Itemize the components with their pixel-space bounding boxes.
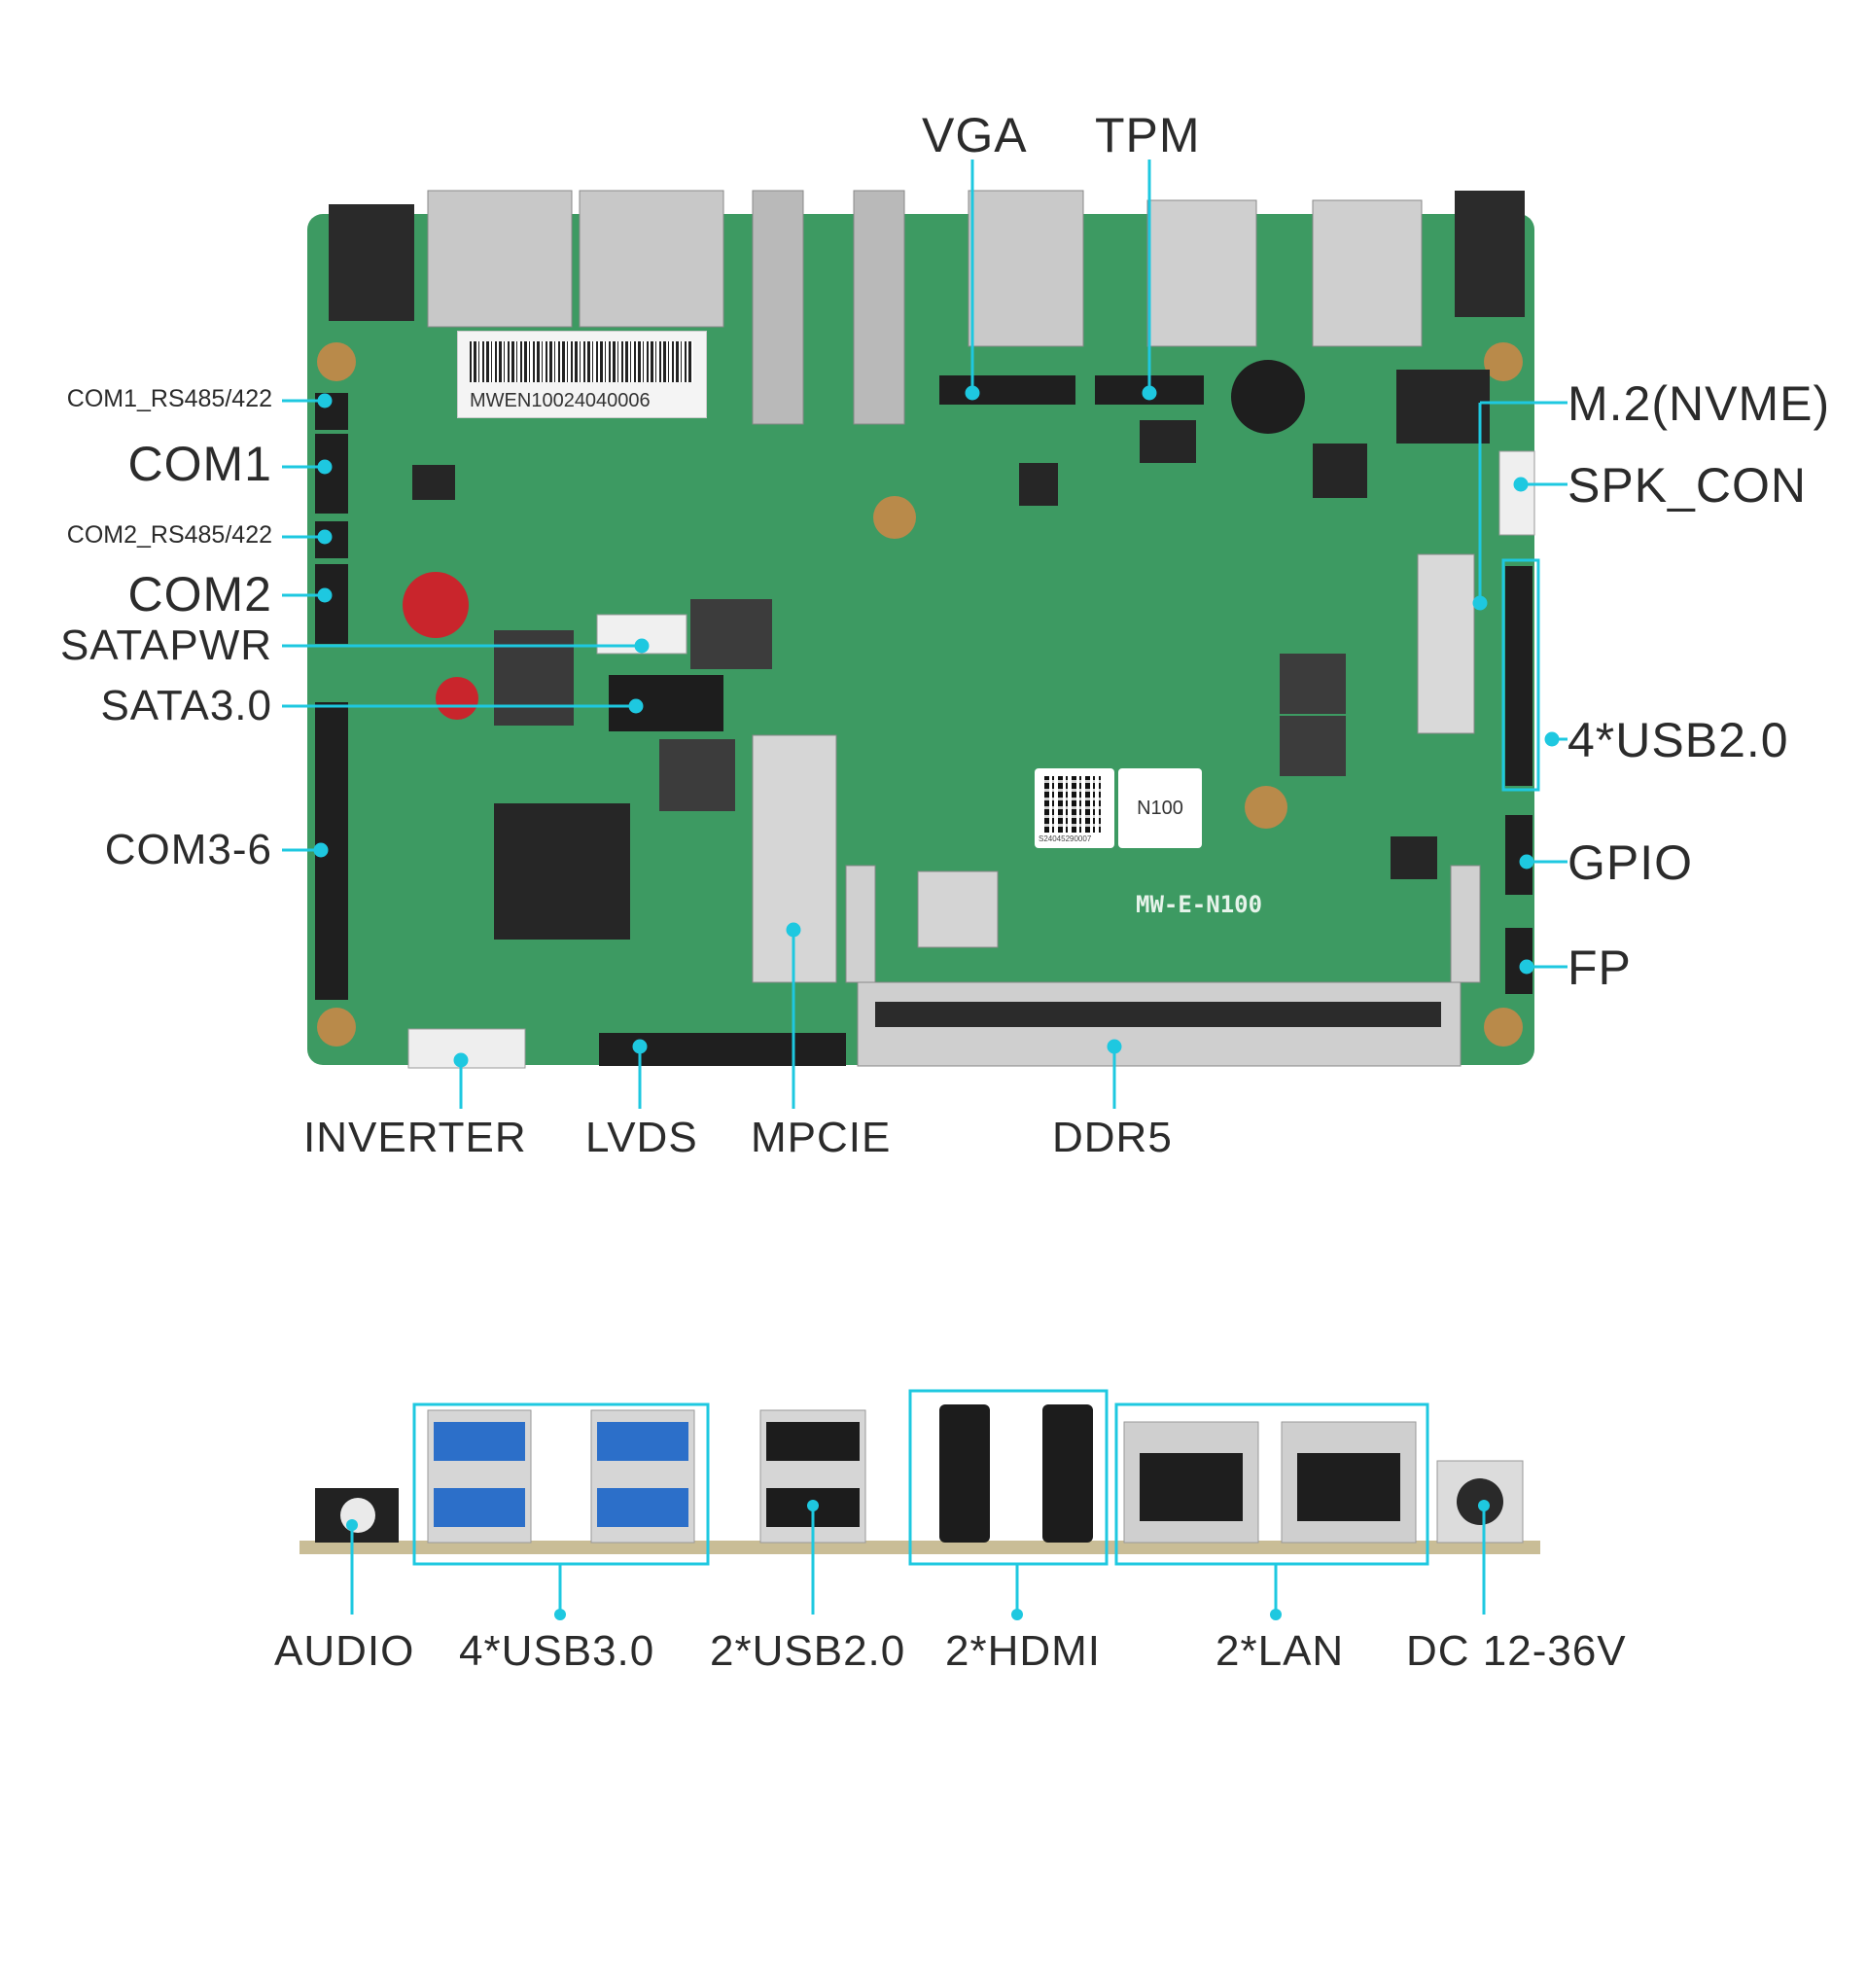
com2-header [315,564,348,644]
label-sata30: SATA3.0 [100,682,272,729]
inductor-5 [1280,716,1346,776]
lan-rear-1-jack [1140,1453,1243,1521]
ddr5-slot-inner [875,1002,1441,1027]
lan-port-top-1 [427,190,573,328]
hdmi-port-top-1 [752,190,804,425]
chip-label: N100 [1118,768,1202,848]
vga-header [939,375,1075,405]
ddr5-clip-right [1450,865,1481,983]
mount-hole-bl [317,1008,356,1047]
usb3-port-top-1 [1146,199,1257,347]
label-com36: COM3-6 [104,826,272,873]
label-lan: 2*LAN [1215,1627,1345,1675]
leader-dots-bottom [346,1500,1490,1620]
qr-code-sticker: S24045290007 [1035,768,1114,848]
inductor-3 [659,739,735,811]
hdmi-port-top-2 [853,190,905,425]
mount-hole-mid1 [873,496,916,539]
usb2-port-top [968,190,1084,347]
io-strip [299,1541,1540,1554]
label-usb20-header: 4*USB2.0 [1568,713,1789,767]
board-model: MW-E-N100 [1136,891,1263,918]
label-usb20-rear: 2*USB2.0 [710,1627,906,1675]
hdmi-rear-1 [939,1404,990,1543]
label-dc: DC 12-36V [1406,1627,1627,1675]
label-fp: FP [1568,941,1632,995]
usb3-port-top-2 [1312,199,1423,347]
buzzer [1231,360,1305,434]
audio-jack-hole [340,1498,375,1533]
sata-connector [609,675,723,731]
usb3-port-2a [597,1422,688,1461]
label-com1-rs: COM1_RS485/422 [66,385,272,412]
lan-rear-2-jack [1297,1453,1400,1521]
sim-slot [917,870,999,948]
leader-lines-top [282,160,1568,1109]
barcode [470,341,693,382]
inductor-4 [1280,654,1346,714]
label-m2: M.2(NVME) [1568,376,1831,431]
label-mpcie: MPCIE [751,1114,892,1161]
chip-left-1 [412,465,455,500]
com1-header [315,434,348,514]
serial-number: MWEN10024040006 [470,390,651,411]
qr-caption: S24045290007 [1039,834,1092,843]
label-com1: COM1 [127,437,272,491]
label-tpm: TPM [1095,108,1201,162]
lan-port-top-2 [579,190,724,328]
usb3-port-1b [434,1488,525,1527]
label-spk-con: SPK_CON [1568,458,1807,513]
chip-gpio [1391,836,1437,879]
label-audio: AUDIO [274,1627,415,1675]
mount-hole-tl [317,342,356,381]
chip-mid-1 [1019,463,1058,506]
audio-jack-top [329,204,414,321]
label-lvds: LVDS [585,1114,698,1161]
label-gpio: GPIO [1568,835,1694,890]
label-satapwr: SATAPWR [59,621,272,669]
chip-mid-2 [1140,420,1196,463]
capacitor-470 [403,572,469,638]
leader-lines-bottom [350,1389,1486,1615]
chip-right-1 [1396,370,1490,444]
usb20-header [1505,566,1532,786]
spk-connector [1498,450,1535,536]
label-hdmi: 2*HDMI [945,1627,1102,1675]
label-com2-rs: COM2_RS485/422 [66,521,272,549]
io-controller-chip [494,803,630,940]
mount-hole-mid2 [1245,786,1287,829]
dc-jack-top [1455,191,1525,317]
mount-hole-tr [1484,342,1523,381]
mount-hole-br [1484,1008,1523,1047]
capacitor-270 [436,677,478,720]
qr-code [1044,776,1101,833]
label-ddr5: DDR5 [1052,1114,1173,1161]
label-vga: VGA [922,108,1028,162]
label-usb30: 4*USB3.0 [459,1627,655,1675]
label-inverter: INVERTER [303,1114,527,1161]
usb2-port-a [766,1422,860,1461]
chip-right-2 [1313,444,1367,498]
m2-slot [1417,553,1475,734]
inductor-1 [690,599,772,669]
label-com2: COM2 [127,567,272,621]
usb3-port-1a [434,1422,525,1461]
serial-sticker: MWEN10024040006 [457,331,707,418]
ddr5-clip-left [845,865,876,983]
hdmi-rear-2 [1042,1404,1093,1543]
usb3-port-2b [597,1488,688,1527]
